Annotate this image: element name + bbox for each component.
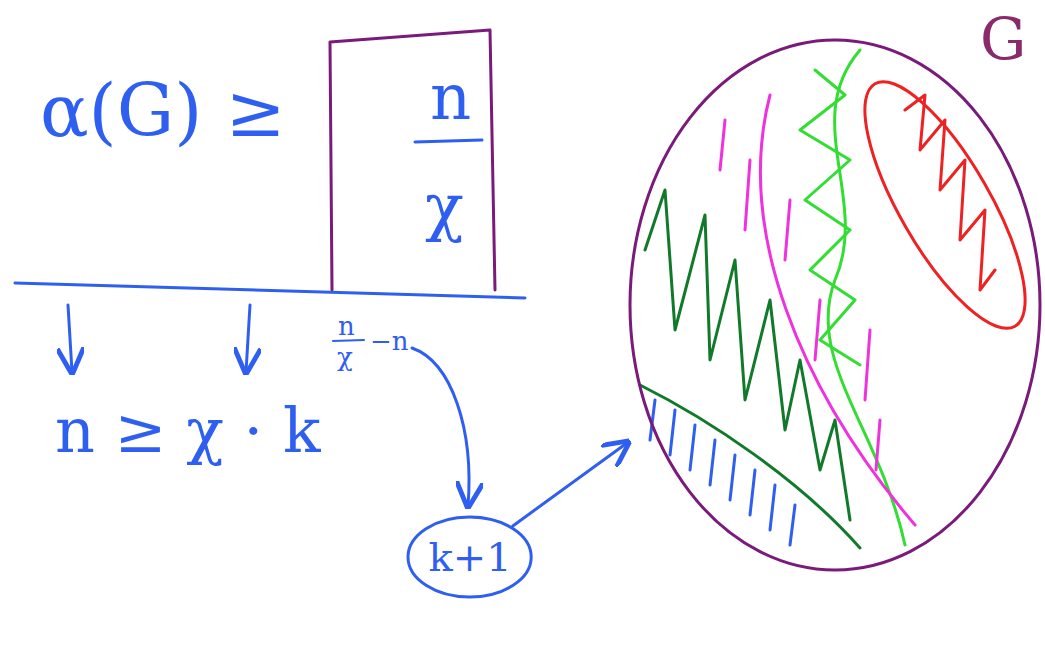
math-text: −n — [370, 328, 409, 354]
green-zigzag — [800, 70, 860, 365]
leader-arrow — [412, 348, 469, 506]
red-region — [836, 61, 1045, 348]
node-outline — [628, 8, 1042, 576]
math-text: n — [338, 313, 355, 339]
math-text: n ≥ χ · k — [55, 400, 321, 462]
magenta-boundary — [761, 95, 915, 525]
magenta-hatch — [720, 120, 880, 470]
math-text: n — [430, 65, 471, 129]
ceiling-bracket — [330, 30, 495, 290]
green-boundary — [828, 50, 905, 545]
fraction-bar — [333, 340, 364, 341]
math-text: χ — [425, 175, 464, 239]
down-arrow — [68, 305, 72, 372]
red-zigzag — [905, 95, 995, 290]
divider-line — [15, 283, 525, 298]
node-label: k+1 — [428, 537, 511, 577]
connector-arrow — [513, 442, 628, 526]
node-label: G — [980, 10, 1026, 68]
circled-term: k+1 — [406, 515, 533, 599]
circle-outline — [408, 517, 531, 597]
graph-region: G — [628, 8, 1042, 576]
math-text: χ — [337, 344, 353, 370]
blue-hatch — [650, 400, 795, 545]
fraction-bar — [415, 140, 482, 142]
region-outline — [630, 40, 1040, 570]
down-arrow — [246, 305, 250, 372]
math-text: α(G) ≥ — [40, 75, 286, 147]
